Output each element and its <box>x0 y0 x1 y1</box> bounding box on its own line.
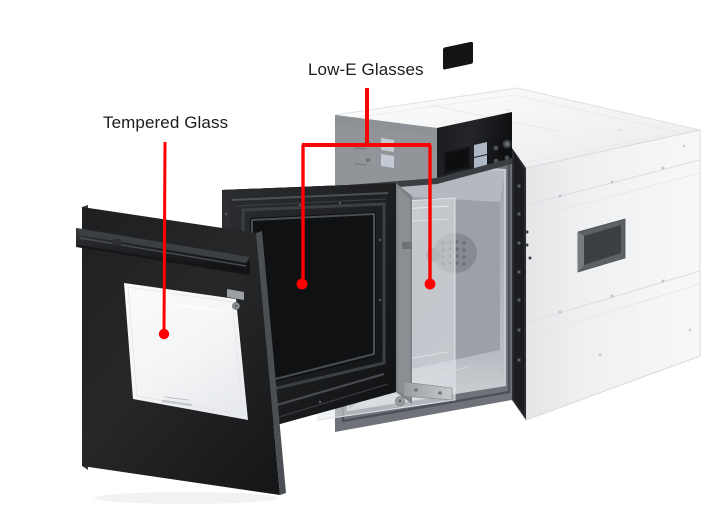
callout-label-tempered-glass: Tempered Glass <box>103 113 229 132</box>
door-logo <box>161 396 193 407</box>
leader-tempered-glass <box>158 141 170 340</box>
leader-low-e-glasses <box>296 88 436 290</box>
callout-label-low-e-glasses: Low-E Glasses <box>308 60 424 79</box>
